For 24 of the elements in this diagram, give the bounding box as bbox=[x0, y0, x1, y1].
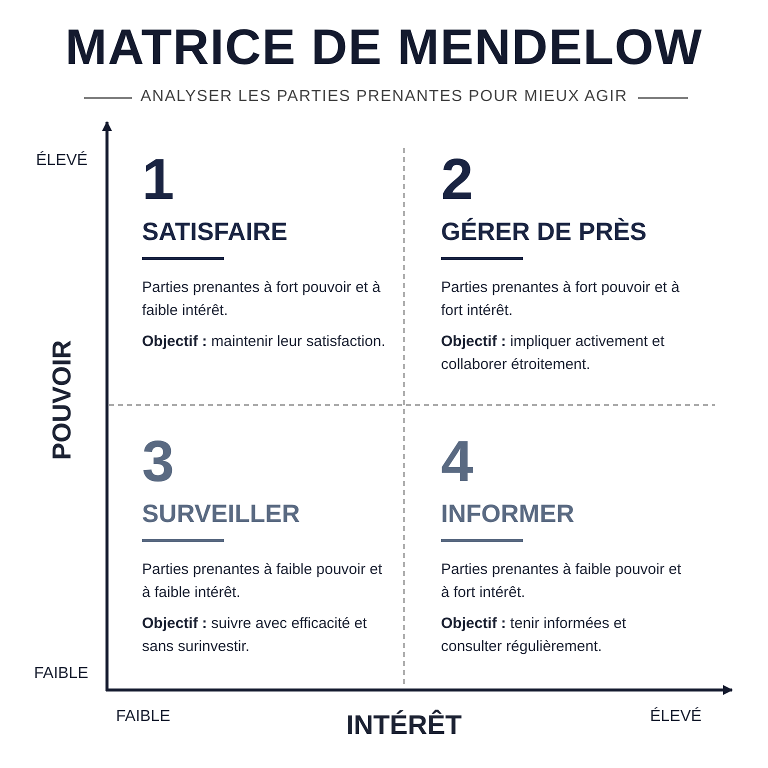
description-text: Parties prenantes à faible pouvoir et à faible intérêt. bbox=[142, 560, 384, 603]
axis-title: INTÉRÊT bbox=[346, 710, 462, 741]
quadrant-heading: INFORMER bbox=[441, 500, 576, 529]
objective-text: Objectif : impliquer activement et collaborer étroitement. bbox=[441, 332, 666, 375]
objective-text: Objectif : maintenir leur satisfaction. bbox=[142, 332, 386, 352]
quadrant-number: 1 bbox=[142, 150, 176, 210]
title: MATRICE DE MENDELOW bbox=[64, 18, 704, 76]
axis-tick-label: ÉLEVÉ bbox=[650, 708, 702, 726]
quadrant-number: 4 bbox=[441, 432, 474, 492]
description-text: Parties prenantes à fort pouvoir et à fort intérêt. bbox=[441, 278, 680, 321]
quadrant-number: 2 bbox=[441, 150, 474, 210]
axis-tick-label: ÉLEVÉ bbox=[36, 152, 88, 170]
axis-title: POUVOIR bbox=[46, 340, 78, 460]
description-text: Parties prenantes à faible pouvoir et à fort intérêt. bbox=[441, 560, 682, 603]
axis-tick-label: FAIBLE bbox=[34, 665, 88, 683]
description-text: Parties prenantes à fort pouvoir et à faible intérêt. bbox=[142, 278, 382, 321]
objective-text: Objectif : tenir informées et consulter régulièrement. bbox=[441, 614, 628, 657]
quadrant-heading: SATISFAIRE bbox=[142, 218, 288, 247]
axis-tick-label: FAIBLE bbox=[116, 708, 170, 726]
quadrant-number: 3 bbox=[142, 432, 176, 492]
objective-text: Objectif : suivre avec efficacité et sans surinvestir. bbox=[142, 614, 368, 657]
subtitle: ANALYSER LES PARTIES PRENANTES POUR MIEUX AGIR bbox=[140, 88, 628, 106]
quadrant-heading: GÉRER DE PRÈS bbox=[441, 218, 648, 247]
quadrant-heading: SURVEILLER bbox=[142, 500, 301, 529]
